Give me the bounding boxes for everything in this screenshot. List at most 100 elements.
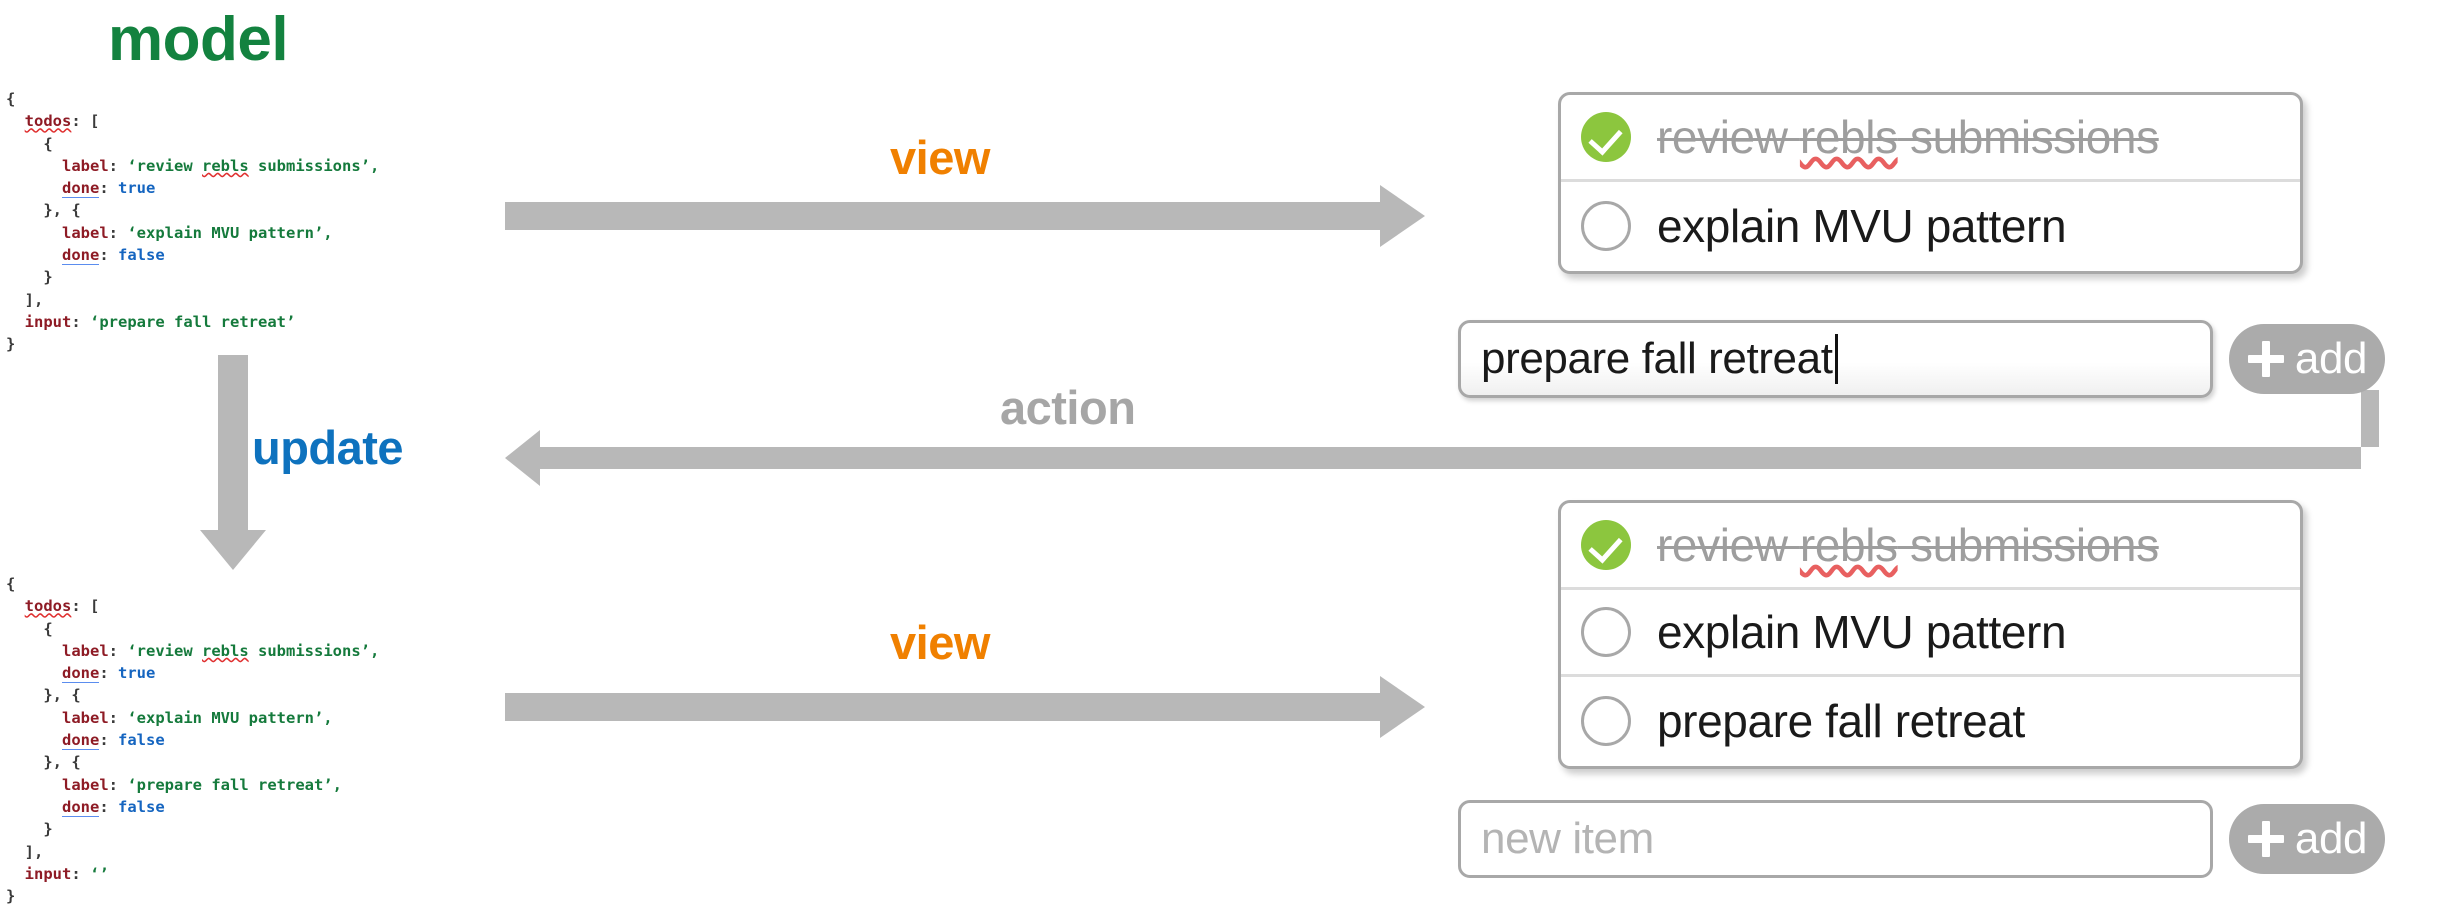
page-title-model: model (108, 5, 289, 74)
code-token-punct: }, { (43, 753, 81, 772)
code-token-punct: : (108, 708, 128, 727)
code-line: } (6, 885, 379, 907)
checkbox-checked-icon[interactable] (1581, 520, 1631, 570)
code-token-key: label (62, 641, 109, 660)
plus-icon (2247, 340, 2285, 378)
code-token-str: ‘explain MVU pattern’, (127, 223, 333, 242)
code-token-punct: } (6, 887, 16, 906)
add-button-top[interactable]: add (2229, 324, 2385, 394)
code-token-bool: false (118, 246, 165, 265)
new-item-input-value: prepare fall retreat (1481, 334, 1833, 383)
code-line: label: ‘explain MVU pattern’, (6, 707, 379, 729)
code-token-punct: : (99, 246, 118, 265)
code-line: } (6, 266, 379, 288)
code-line: done: false (6, 729, 379, 751)
code-line: todos: [ (6, 595, 379, 617)
todo-item[interactable]: review rebls submissions (1561, 503, 2300, 590)
code-token-punct: }, { (43, 201, 81, 220)
code-token-str: ‘prepare fall retreat’, (127, 775, 342, 794)
misspelled-word: rebls (1799, 519, 1898, 571)
view-arrow-bottom (505, 676, 1425, 738)
code-token-key: label (62, 708, 109, 727)
code-token-key: todos (24, 597, 72, 616)
add-button-bottom[interactable]: add (2229, 804, 2385, 874)
todo-item-label: prepare fall retreat (1657, 694, 2025, 747)
code-line: }, { (6, 751, 379, 773)
code-token-punct: : (108, 775, 128, 794)
code-line: done: true (6, 177, 379, 199)
new-item-input-empty[interactable]: new item (1458, 800, 2213, 878)
code-line: }, { (6, 684, 379, 706)
code-token-str: rebls (202, 641, 249, 660)
checkbox-checked-icon[interactable] (1581, 112, 1631, 162)
code-token-punct: : (71, 312, 91, 331)
code-token-punct: ], (24, 290, 44, 309)
code-token-str: rebls (202, 156, 249, 175)
code-token-punct: : (99, 664, 118, 683)
code-token-str: ‘’ (90, 864, 109, 883)
code-token-punct: : (99, 179, 118, 198)
code-token-punct: ], (24, 842, 44, 861)
todo-item[interactable]: explain MVU pattern (1561, 182, 2300, 269)
action-arrow (505, 390, 2379, 486)
code-token-punct: { (43, 134, 53, 153)
code-token-key: label (62, 775, 109, 794)
todo-item-label: explain MVU pattern (1657, 606, 2067, 658)
view-arrow-top (505, 185, 1425, 247)
code-line: } (6, 818, 379, 840)
code-line: }, { (6, 199, 379, 221)
code-token-key: done (62, 664, 100, 684)
checkbox-empty-icon[interactable] (1581, 200, 1631, 251)
misspelled-word: rebls (1799, 111, 1898, 163)
new-item-input-placeholder: new item (1481, 814, 1654, 863)
new-item-input-filled[interactable]: prepare fall retreat (1458, 320, 2213, 398)
code-line: done: true (6, 662, 379, 684)
code-line: ], (6, 289, 379, 311)
code-token-punct: : (71, 864, 91, 883)
code-line: input: ‘’ (6, 863, 379, 885)
code-token-bool: true (118, 179, 156, 198)
code-token-bool: true (118, 664, 156, 683)
code-token-punct: }, { (43, 686, 81, 705)
code-token-str: ‘prepare fall retreat’ (90, 312, 296, 331)
code-line: label: ‘prepare fall retreat’, (6, 774, 379, 796)
todo-item-label: explain MVU pattern (1657, 199, 2067, 252)
code-token-punct: } (43, 820, 53, 839)
code-token-str: ‘review (127, 641, 202, 660)
code-line: { (6, 88, 379, 110)
code-token-punct: } (43, 268, 53, 287)
todo-item[interactable]: prepare fall retreat (1561, 677, 2300, 764)
checkbox-empty-icon[interactable] (1581, 607, 1631, 657)
code-line: label: ‘review rebls submissions’, (6, 155, 379, 177)
todo-list-before: review rebls submissions explain MVU patt… (1558, 92, 2303, 274)
add-button-label: add (2294, 334, 2368, 383)
add-button-label: add (2294, 814, 2368, 863)
code-line: { (6, 573, 379, 595)
checkbox-empty-icon[interactable] (1581, 695, 1631, 746)
code-line: { (6, 133, 379, 155)
todo-item[interactable]: explain MVU pattern (1561, 590, 2300, 677)
code-token-key: input (24, 864, 72, 883)
todo-list-after: review rebls submissions explain MVU patt… (1558, 500, 2303, 769)
code-token-punct: : [ (71, 112, 100, 131)
code-token-punct: : (99, 731, 118, 750)
code-line: done: false (6, 796, 379, 818)
todo-item[interactable]: review rebls submissions (1561, 95, 2300, 182)
code-token-key: todos (24, 112, 72, 131)
code-token-punct: : [ (71, 597, 100, 616)
code-token-punct: : (108, 156, 128, 175)
code-token-str: ‘explain MVU pattern’, (127, 708, 333, 727)
add-item-row-before: prepare fall retreat add (1458, 320, 2385, 398)
code-token-key: label (62, 223, 109, 242)
code-token-key: done (62, 797, 100, 817)
code-line: } (6, 333, 379, 355)
code-token-bool: false (118, 731, 165, 750)
model-code-after: { todos: [ { label: ‘review rebls submis… (6, 573, 379, 907)
code-token-punct: : (108, 641, 128, 660)
code-token-punct: } (6, 335, 16, 354)
label-update: update (252, 421, 404, 474)
model-code-before: { todos: [ { label: ‘review rebls submis… (6, 88, 379, 356)
code-line: label: ‘explain MVU pattern’, (6, 222, 379, 244)
code-token-punct: : (108, 223, 128, 242)
